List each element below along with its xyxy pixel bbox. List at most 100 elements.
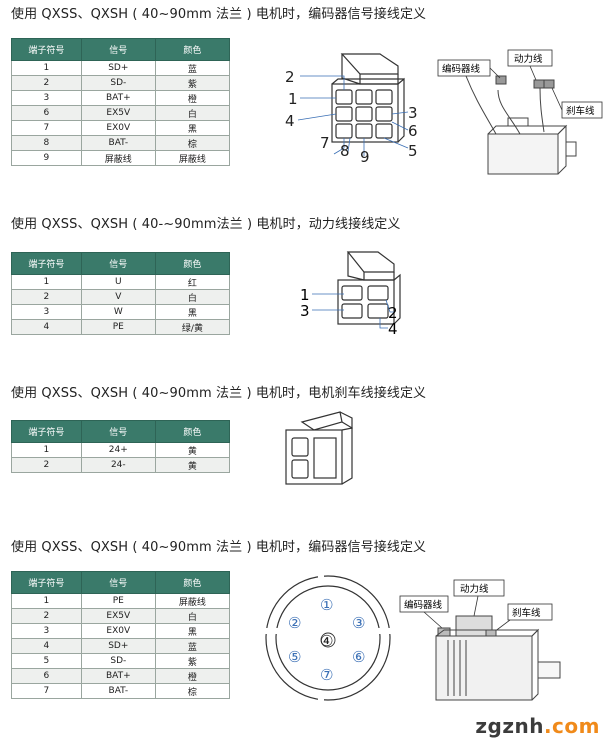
watermark-domain: zgznh bbox=[475, 714, 544, 738]
round-pin-label: ③ bbox=[352, 614, 365, 632]
cell-signal: SD- bbox=[80, 75, 156, 91]
cell-signal: SD+ bbox=[80, 638, 156, 654]
cell-terminal: 5 bbox=[11, 653, 82, 669]
power-cable-label: 动力线 bbox=[514, 53, 543, 65]
header-color: 颜色 bbox=[154, 38, 231, 61]
header-color: 颜色 bbox=[154, 571, 231, 594]
round-pin-label: ⑥ bbox=[352, 648, 365, 666]
encoder-cable-label: 编码器线 bbox=[442, 63, 481, 75]
cell-terminal: 1 bbox=[11, 593, 82, 609]
cell-terminal: 7 bbox=[11, 683, 82, 699]
watermark: zgznh.com bbox=[475, 714, 600, 738]
cell-color: 黑 bbox=[154, 304, 231, 320]
motor-drawing-2: 编码器线 动力线 刹车线 bbox=[399, 579, 561, 701]
cell-color: 白 bbox=[154, 289, 231, 305]
cell-signal: PE bbox=[80, 319, 156, 335]
cell-terminal: 6 bbox=[11, 668, 82, 684]
cell-terminal: 2 bbox=[11, 289, 82, 305]
cell-color: 黄 bbox=[154, 457, 231, 473]
cell-color: 橙 bbox=[154, 668, 231, 684]
cell-signal: PE bbox=[80, 593, 156, 609]
brake-cable-label: 刹车线 bbox=[512, 607, 541, 619]
header-terminal: 端子符号 bbox=[11, 571, 82, 594]
watermark-tld: .com bbox=[543, 714, 600, 738]
cell-signal: SD+ bbox=[80, 60, 156, 76]
pin-label: 3 bbox=[300, 302, 310, 320]
cell-terminal: 9 bbox=[11, 150, 82, 166]
section2-heading: 使用 QXSS、QXSH ( 40-~90mm法兰 ) 电机时，动力线接线定义 bbox=[11, 217, 401, 232]
header-terminal: 端子符号 bbox=[11, 252, 82, 275]
cell-signal: EX0V bbox=[80, 120, 156, 136]
header-terminal: 端子符号 bbox=[11, 420, 82, 443]
cell-signal: V bbox=[80, 289, 156, 305]
header-terminal: 端子符号 bbox=[11, 38, 82, 61]
cell-color: 紫 bbox=[154, 75, 231, 91]
pin-label: 9 bbox=[360, 148, 370, 166]
four-pin-connector-diagram: 1 3 2 4 bbox=[300, 251, 401, 338]
cell-color: 黑 bbox=[154, 120, 231, 136]
pin-label: 4 bbox=[388, 320, 398, 338]
cell-signal: BAT+ bbox=[80, 90, 156, 106]
cell-signal: 24- bbox=[80, 457, 156, 473]
round-pin-label: ② bbox=[288, 614, 301, 632]
cell-color: 绿/黄 bbox=[154, 319, 231, 335]
pin-label: 1 bbox=[300, 286, 310, 304]
cell-terminal: 4 bbox=[11, 319, 82, 335]
cell-color: 红 bbox=[154, 274, 231, 290]
nine-pin-connector-diagram: 2 1 4 3 6 5 7 8 9 bbox=[285, 53, 418, 166]
brake-cable-label: 刹车线 bbox=[566, 105, 595, 117]
cell-terminal: 2 bbox=[11, 75, 82, 91]
header-signal: 信号 bbox=[80, 252, 156, 275]
round-connector-diagram: ① ② ③ ④ ⑤ ⑥ ⑦ bbox=[262, 568, 394, 708]
cell-signal: 24+ bbox=[80, 442, 156, 458]
cell-signal: BAT+ bbox=[80, 668, 156, 684]
pin-label: 4 bbox=[285, 112, 295, 130]
cell-terminal: 1 bbox=[11, 274, 82, 290]
section3-heading: 使用 QXSS、QXSH ( 40~90mm 法兰 ) 电机时，电机刹车线接线定… bbox=[11, 386, 427, 401]
cell-terminal: 1 bbox=[11, 442, 82, 458]
cell-color: 蓝 bbox=[154, 60, 231, 76]
encoder-cable-label: 编码器线 bbox=[404, 599, 443, 611]
pin-label: 7 bbox=[320, 134, 330, 152]
motor-drawing-1: 编码器线 动力线 刹车线 bbox=[437, 49, 603, 175]
pin-label: 3 bbox=[408, 104, 418, 122]
pin-label: 8 bbox=[340, 142, 350, 160]
cell-terminal: 2 bbox=[11, 608, 82, 624]
cell-color: 屏蔽线 bbox=[154, 593, 231, 609]
cell-terminal: 3 bbox=[11, 623, 82, 639]
cell-signal: BAT- bbox=[80, 135, 156, 151]
cell-terminal: 2 bbox=[11, 457, 82, 473]
cell-terminal: 4 bbox=[11, 638, 82, 654]
cell-terminal: 3 bbox=[11, 304, 82, 320]
cell-terminal: 8 bbox=[11, 135, 82, 151]
round-pin-label: ④ bbox=[320, 632, 333, 650]
cell-color: 白 bbox=[154, 608, 231, 624]
round-pin-label: ⑤ bbox=[288, 648, 301, 666]
section4-heading: 使用 QXSS、QXSH ( 40~90mm 法兰 ) 电机时，编码器信号接线定… bbox=[11, 540, 427, 555]
cell-terminal: 3 bbox=[11, 90, 82, 106]
power-cable-label: 动力线 bbox=[460, 583, 489, 595]
cell-signal: SD- bbox=[80, 653, 156, 669]
cell-color: 棕 bbox=[154, 683, 231, 699]
round-pin-label: ① bbox=[320, 596, 333, 614]
